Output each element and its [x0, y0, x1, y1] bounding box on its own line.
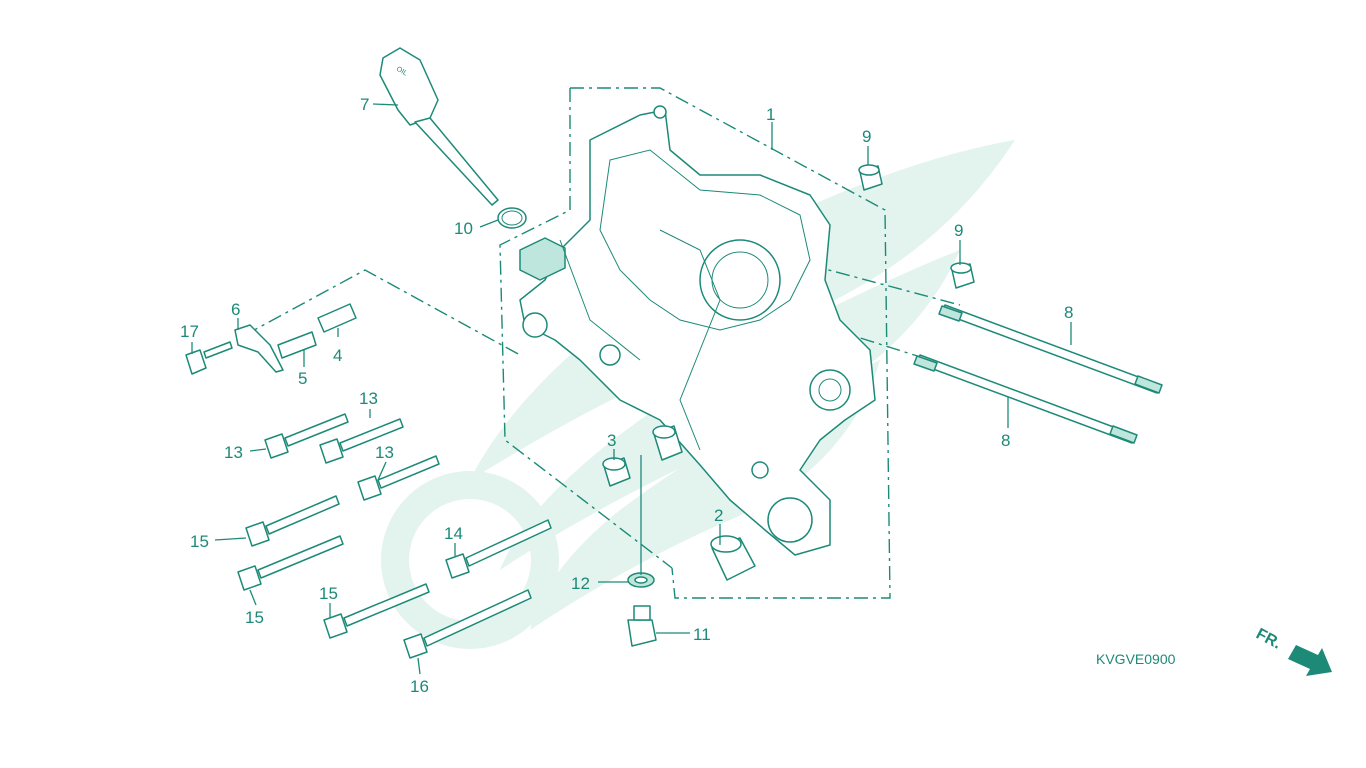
direction-label: FR.	[1253, 626, 1284, 653]
callout-16: 16	[410, 677, 429, 696]
callout-8a: 8	[1064, 303, 1073, 322]
callout-7: 7	[360, 95, 369, 114]
callout-8b: 8	[1001, 431, 1010, 450]
diagram-code: KVGVE0900	[1096, 651, 1176, 667]
callout-15b: 15	[245, 608, 264, 627]
callout-11: 11	[693, 625, 711, 644]
callout-4: 4	[333, 346, 342, 365]
callout-9b: 9	[954, 221, 963, 240]
callout-5: 5	[298, 369, 307, 388]
callout-9a: 9	[862, 127, 871, 146]
callout-13a: 13	[224, 443, 243, 462]
callout-2: 2	[714, 506, 723, 525]
callout-15a: 15	[190, 532, 209, 551]
callout-14: 14	[444, 524, 463, 543]
oil-dipstick: OIL	[379, 47, 499, 206]
callout-labels: 1 2 3 4 5 6 7 8 8 9 9 10 11 12 13 13 13 …	[180, 95, 1073, 696]
callout-6: 6	[231, 300, 240, 319]
callout-12: 12	[571, 574, 590, 593]
callout-10: 10	[454, 219, 473, 238]
bolts-15-16-14	[237, 495, 552, 659]
stud-bolts	[913, 304, 1163, 444]
callout-1: 1	[766, 105, 775, 124]
callout-15c: 15	[319, 584, 338, 603]
callout-13b: 13	[359, 389, 378, 408]
leader-lines	[191, 103, 1072, 675]
callout-3: 3	[607, 431, 616, 450]
assembly-outline	[244, 87, 961, 599]
dipstick-label: OIL	[395, 66, 408, 78]
o-ring	[497, 207, 527, 229]
bolts-13	[264, 413, 440, 501]
arrow-right-down-icon: FR.	[1253, 626, 1332, 676]
dowel-pins	[858, 164, 975, 289]
callout-13c: 13	[375, 443, 394, 462]
callout-17: 17	[180, 322, 199, 341]
tensioner-assembly	[185, 303, 357, 375]
crankcase-part	[519, 105, 876, 556]
